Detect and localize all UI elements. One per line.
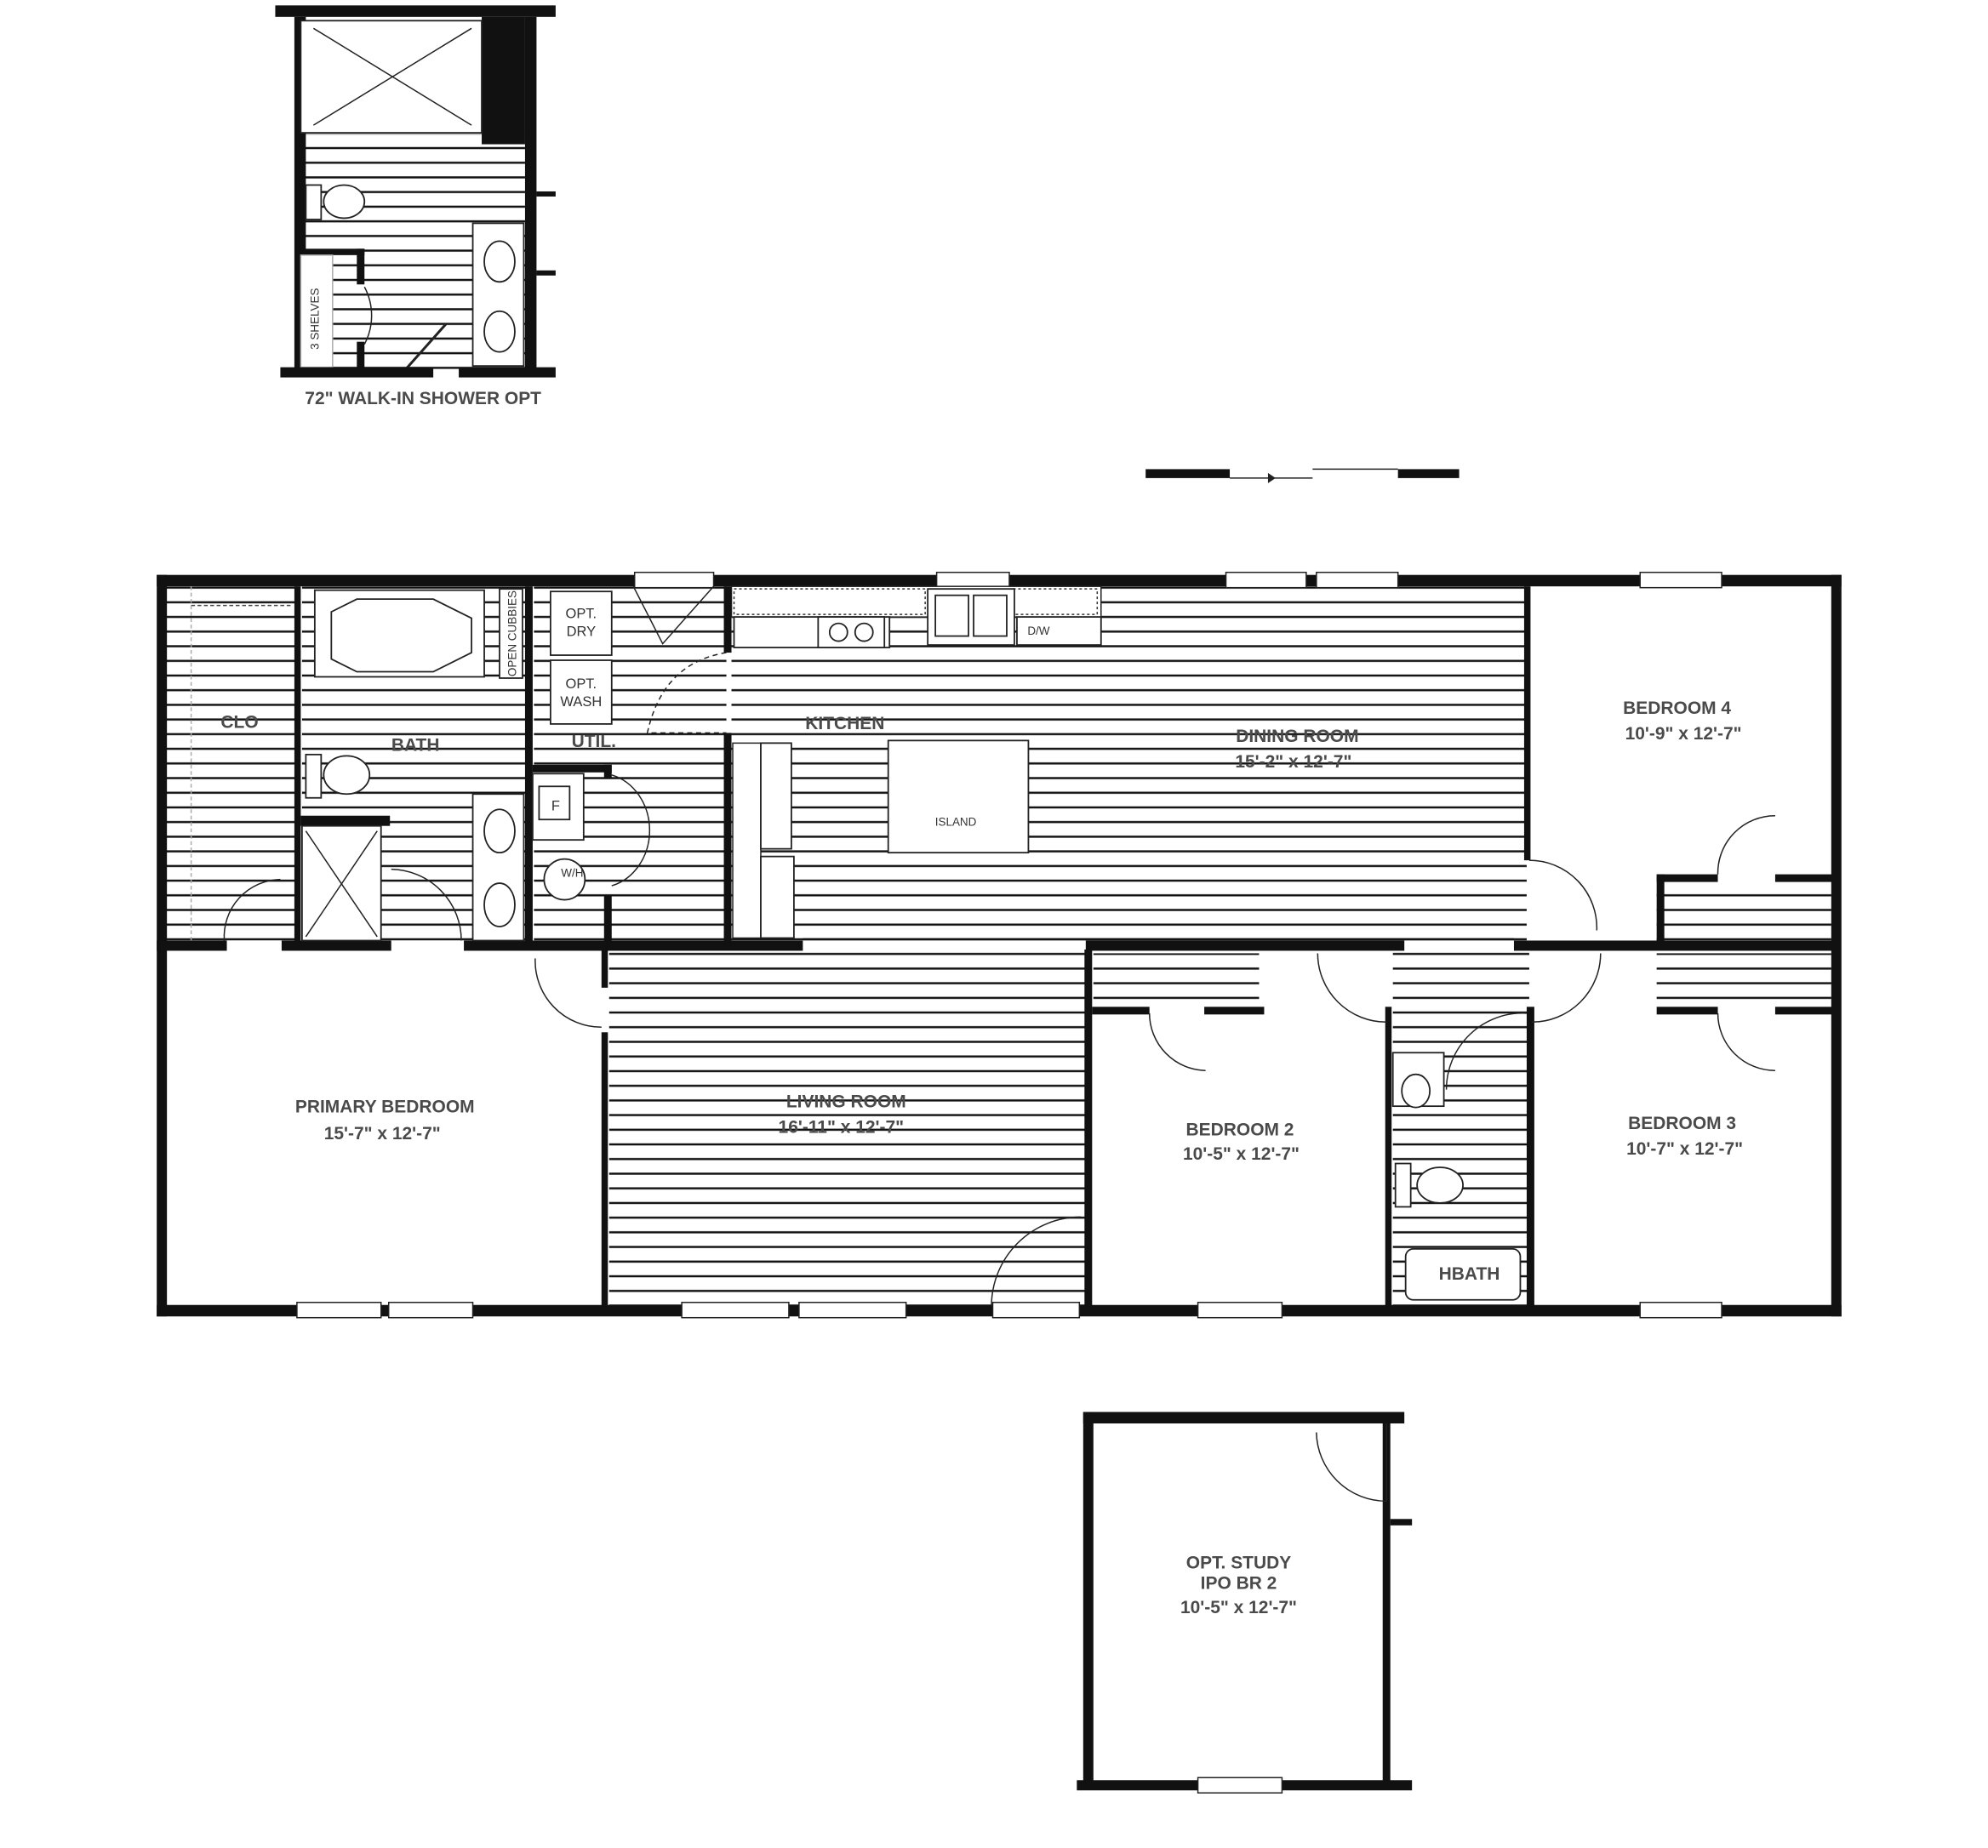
water-heater xyxy=(543,858,586,901)
washer-label: OPT. xyxy=(566,676,597,692)
bedroom2-label: BEDROOM 2 xyxy=(1186,1121,1294,1140)
study-sub-label: IPO BR 2 xyxy=(1201,1574,1277,1594)
primary-bedroom-label: PRIMARY BEDROOM xyxy=(295,1098,475,1117)
bath-label: BATH xyxy=(391,735,440,755)
toilet-icon xyxy=(323,184,366,220)
bathtub xyxy=(1404,1247,1522,1301)
cooktop xyxy=(817,616,886,648)
dining-room-label: DINING ROOM xyxy=(1236,727,1358,746)
front-marker xyxy=(1145,468,1460,483)
cubbies-label: OPEN CUBBIES xyxy=(506,590,518,676)
furnace xyxy=(538,785,571,821)
walk-in-shower-option: 3 SHELVES 72" WALK-IN SHOWER OPT xyxy=(275,5,556,408)
optional-study: OPT. STUDY IPO BR 2 10'-5" x 12'-7" xyxy=(1077,1412,1413,1794)
living-room-size: 16'-11" x 12'-7" xyxy=(779,1118,905,1138)
utility-label: UTIL. xyxy=(572,732,616,751)
closet-label: CLO xyxy=(220,712,258,732)
island-label: ISLAND xyxy=(935,816,977,829)
bedroom4-label: BEDROOM 4 xyxy=(1623,699,1731,718)
bedroom3-size: 10'-7" x 12'-7" xyxy=(1626,1139,1743,1159)
water-heater-label: W/H xyxy=(561,867,583,880)
door-swings xyxy=(223,585,1775,1307)
primary-bedroom-size: 15'-7" x 12'-7" xyxy=(324,1124,441,1144)
shower-option-caption: 72" WALK-IN SHOWER OPT xyxy=(305,389,541,408)
kitchen-label: KITCHEN xyxy=(805,714,884,733)
kitchen-island xyxy=(887,739,1030,854)
windows xyxy=(296,571,1722,1319)
sink-icon xyxy=(483,808,516,854)
hbath-label: HBATH xyxy=(1439,1264,1500,1284)
main-plan: OPEN CUBBIES OPT. DRY OPT. WASH F W/H D/… xyxy=(157,571,1842,1319)
washer-label: WASH xyxy=(560,694,602,710)
room-labels: CLO BATH UTIL. KITCHEN DINING ROOM 15'-2… xyxy=(220,699,1743,1284)
shelves-label: 3 SHELVES xyxy=(308,288,321,350)
toilet-icon xyxy=(323,755,371,796)
toilet-icon xyxy=(1416,1166,1464,1204)
dishwasher xyxy=(1016,616,1102,646)
washer xyxy=(549,659,613,725)
furnace-label: F xyxy=(551,799,560,814)
dishwasher-label: D/W xyxy=(1027,625,1049,637)
study-size: 10'-5" x 12'-7" xyxy=(1180,1598,1297,1617)
sink-icon xyxy=(483,310,516,353)
bathtub xyxy=(313,589,485,678)
sink-icon xyxy=(483,240,516,283)
sink-icon xyxy=(483,882,516,927)
bedroom3-label: BEDROOM 3 xyxy=(1628,1114,1736,1133)
dryer-label: DRY xyxy=(567,625,596,640)
dryer-label: OPT. xyxy=(566,607,597,622)
study-label: OPT. STUDY xyxy=(1186,1554,1291,1573)
bedroom4-size: 10'-9" x 12'-7" xyxy=(1625,724,1742,744)
dryer xyxy=(549,590,613,656)
bedroom2-size: 10'-5" x 12'-7" xyxy=(1183,1144,1300,1164)
living-room-label: LIVING ROOM xyxy=(786,1092,906,1112)
arrow-icon xyxy=(1267,472,1276,483)
dining-room-size: 15'-2" x 12'-7" xyxy=(1235,752,1351,772)
sink-icon xyxy=(1401,1073,1431,1109)
